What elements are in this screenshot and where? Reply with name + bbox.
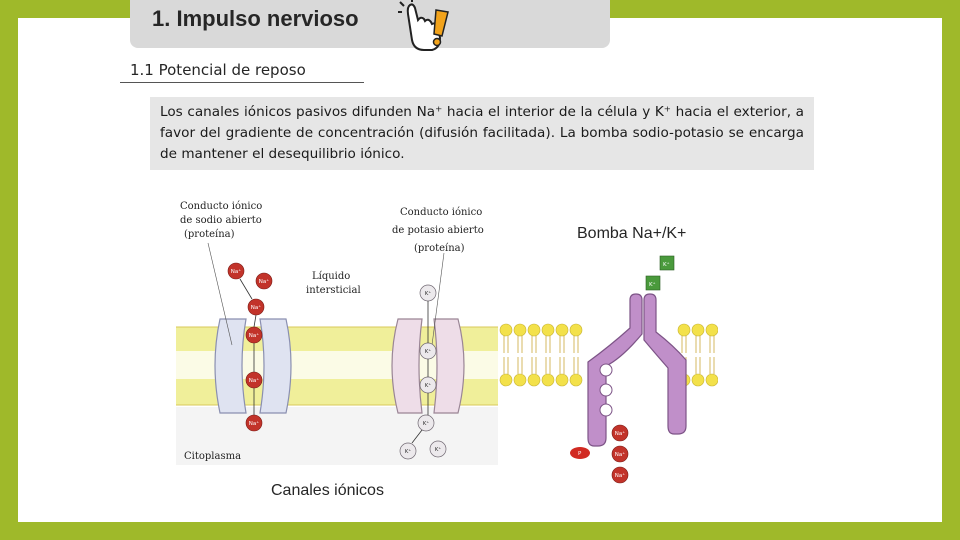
- sodium-ion: [227, 262, 245, 280]
- label-sodium-channel-3: (proteína): [184, 229, 235, 240]
- label-interstitial-1: Líquido: [312, 271, 350, 282]
- ion-label-na: Na⁺: [249, 420, 259, 427]
- potassium-ion: [417, 414, 435, 432]
- page-title: 1. Impulso nervioso: [152, 6, 359, 31]
- ion-label-k: K⁺: [425, 290, 432, 297]
- subtitle-underline: [120, 82, 364, 83]
- sodium-potassium-pump-diagram: K⁺ K⁺ Na⁺ Na⁺ Na⁺ P: [498, 255, 718, 484]
- label-sodium-channel-2: de sodio abierto: [180, 215, 262, 226]
- pointer-hand-icon: [398, 0, 449, 51]
- label-potassium-channel-1: Conducto iónico: [400, 207, 482, 218]
- ion-label-na: Na⁺: [249, 377, 259, 384]
- ion-label-k: K⁺: [425, 348, 432, 355]
- label-potassium-channel-2: de potasio abierto: [392, 225, 484, 236]
- sodium-ion: [255, 272, 273, 290]
- channels-caption: Canales iónicos: [271, 482, 384, 499]
- ion-label-na: Na⁺: [251, 304, 261, 311]
- potassium-ion: [429, 440, 447, 458]
- ion-label-k: K⁺: [663, 261, 670, 268]
- sodium-ion: [611, 466, 629, 484]
- ion-label-k: K⁺: [405, 448, 412, 455]
- ion-label-k: K⁺: [435, 446, 442, 453]
- section-subtitle: 1.1 Potencial de reposo: [130, 61, 306, 79]
- ion-label-na: Na⁺: [615, 430, 625, 437]
- potassium-ion: [399, 442, 417, 460]
- potassium-ion: [659, 255, 675, 271]
- ion-label-k: K⁺: [649, 281, 656, 288]
- label-interstitial-2: intersticial: [306, 285, 361, 296]
- phosphate-marker: [570, 447, 590, 459]
- sodium-ion: [611, 445, 629, 463]
- title-bar: 1. Impulso nervioso: [130, 0, 610, 51]
- potassium-channel: [391, 318, 465, 414]
- ion-label-p: P: [578, 451, 582, 457]
- ion-label-k: K⁺: [425, 382, 432, 389]
- sodium-ion: [611, 424, 629, 442]
- ion-label-na: Na⁺: [259, 278, 269, 285]
- label-sodium-channel-1: Conducto iónico: [180, 201, 262, 212]
- explanation-text: Los canales iónicos pasivos difunden Na⁺…: [150, 97, 814, 170]
- label-cytoplasm: Citoplasma: [184, 451, 241, 462]
- pump-caption: Bomba Na+/K+: [577, 225, 687, 242]
- sodium-channel: [214, 318, 292, 414]
- ion-channels-diagram: Conducto iónico de sodio abierto (proteí…: [176, 195, 498, 465]
- ion-label-na: Na⁺: [231, 268, 241, 275]
- ion-label-na: Na⁺: [615, 451, 625, 458]
- label-potassium-channel-3: (proteína): [414, 243, 465, 254]
- potassium-ion: [645, 275, 661, 291]
- ion-label-na: Na⁺: [249, 332, 259, 339]
- ion-label-na: Na⁺: [615, 472, 625, 479]
- ion-label-k: K⁺: [423, 420, 430, 427]
